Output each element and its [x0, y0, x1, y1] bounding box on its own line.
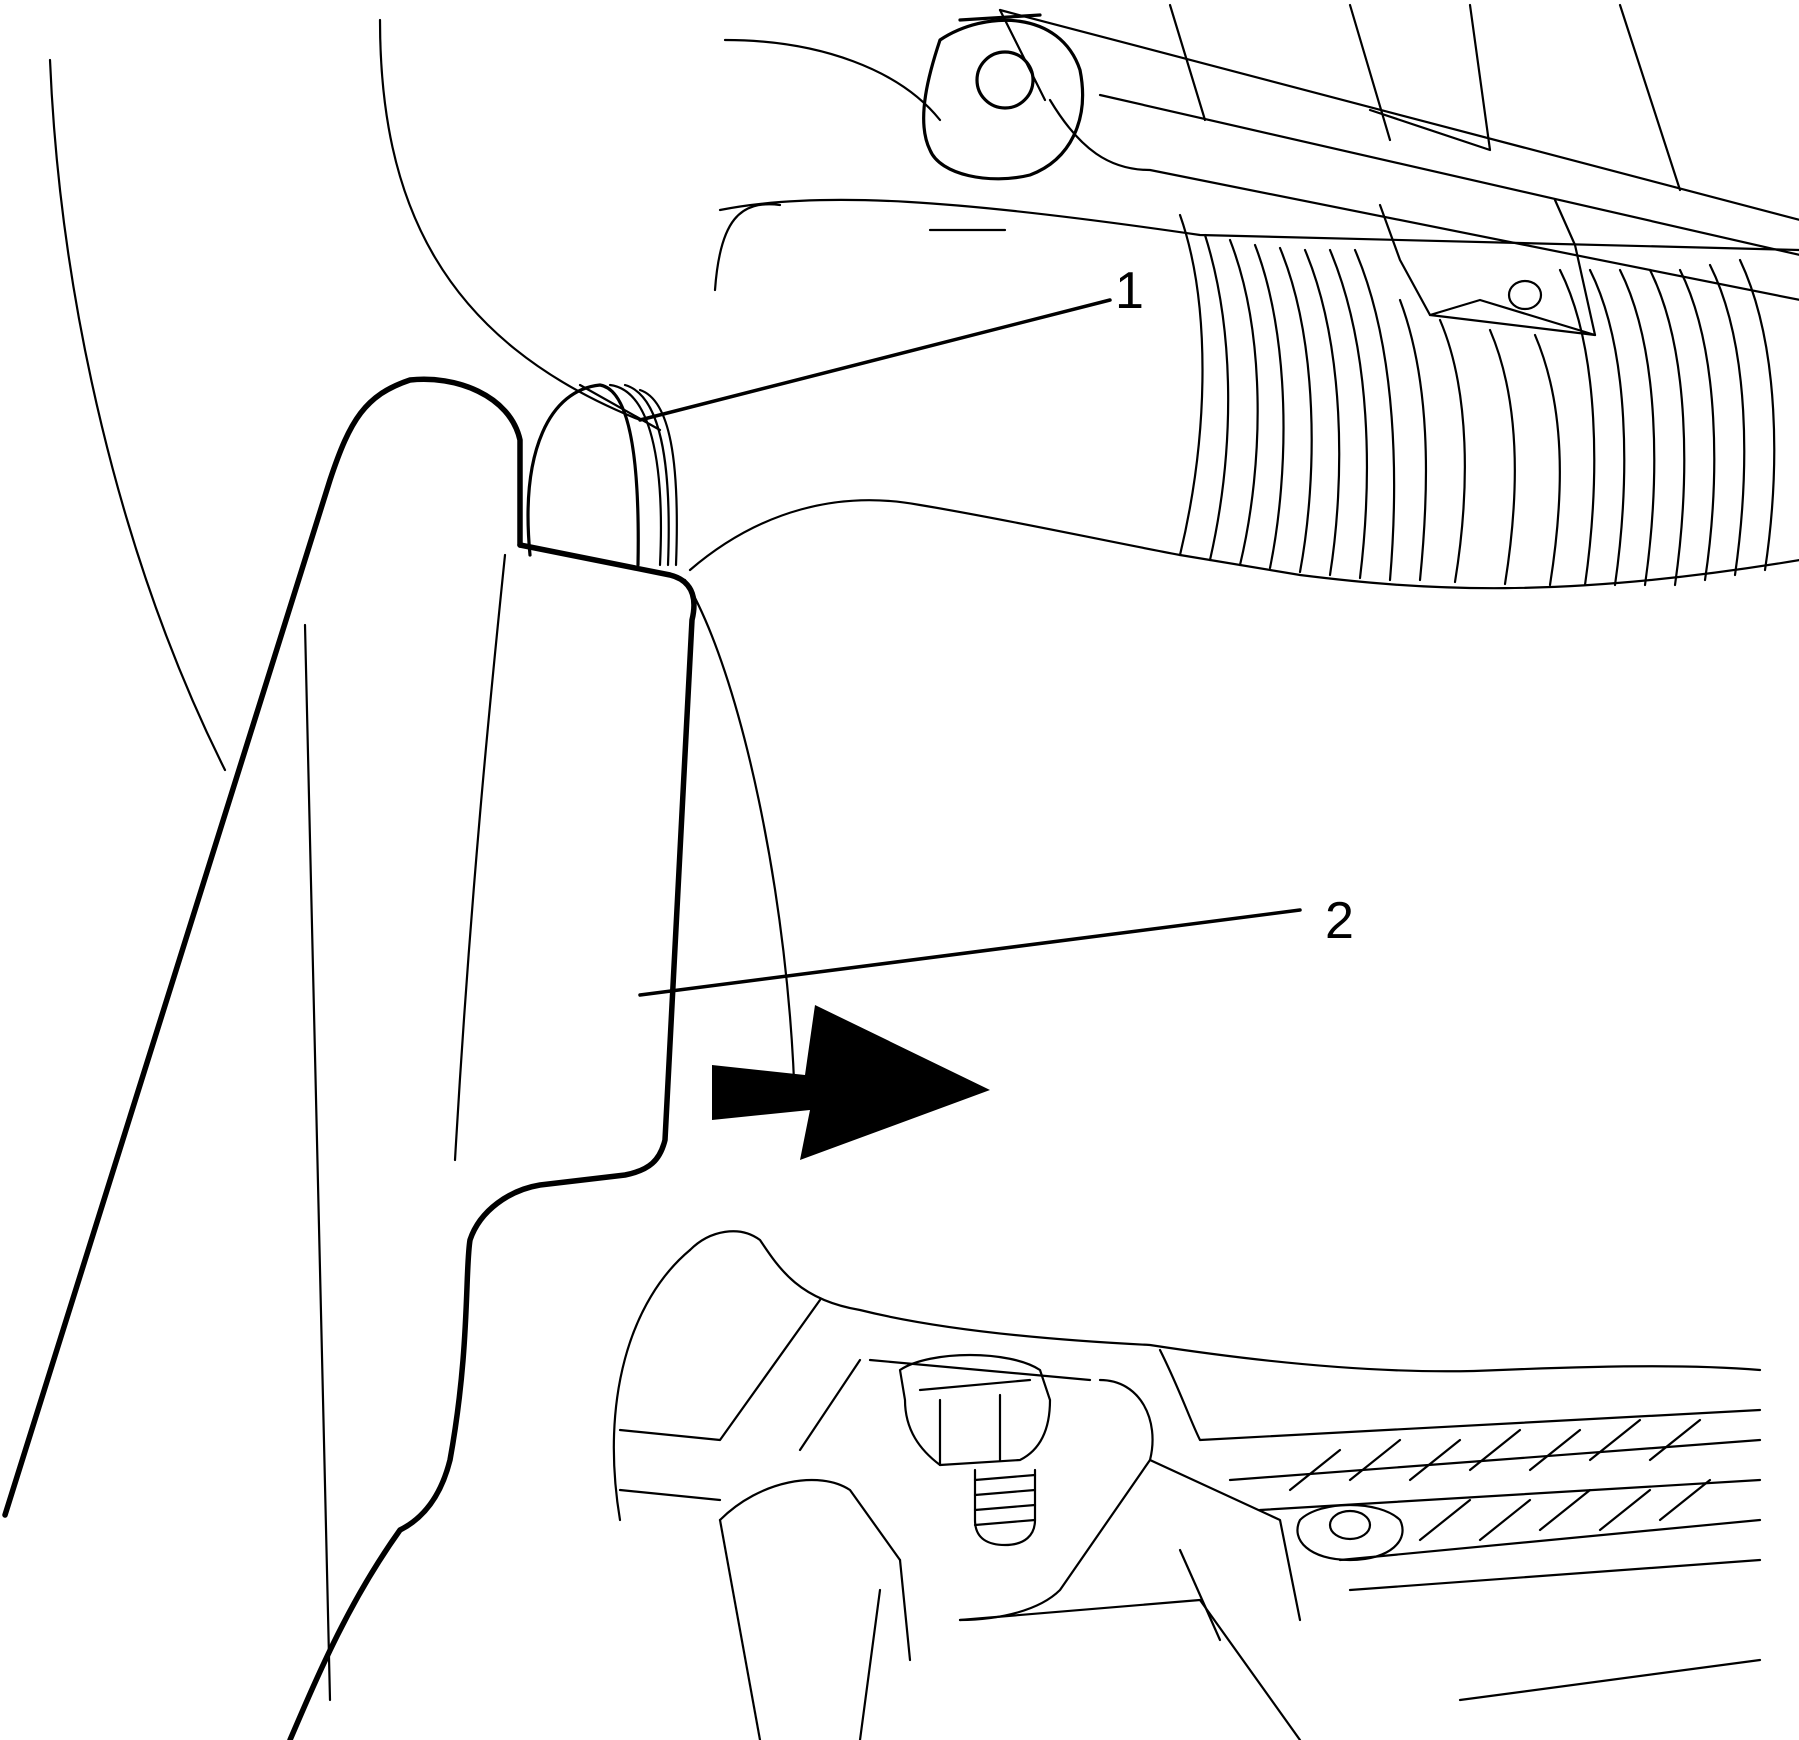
wheel-arch	[48, 18, 642, 772]
mounting-bolt	[898, 1353, 1052, 1547]
direction-arrow-icon	[712, 1005, 990, 1160]
callout-label-1: 1	[1115, 262, 1144, 320]
lower-bracket	[718, 1358, 1302, 1740]
callout-leaders	[638, 298, 1302, 997]
lower-crossmember	[612, 1230, 1762, 1702]
air-deflector-panel	[2, 376, 797, 1740]
hose-clamp	[1378, 198, 1597, 337]
leader-line-2	[638, 908, 1302, 997]
upper-frame-rail	[998, 3, 1799, 301]
hose-seal-ring	[526, 383, 678, 567]
mounting-bushing	[723, 13, 1085, 181]
leader-line-1	[638, 298, 1112, 422]
corrugated-air-duct	[688, 198, 1799, 590]
callout-label-2: 2	[1325, 892, 1354, 950]
